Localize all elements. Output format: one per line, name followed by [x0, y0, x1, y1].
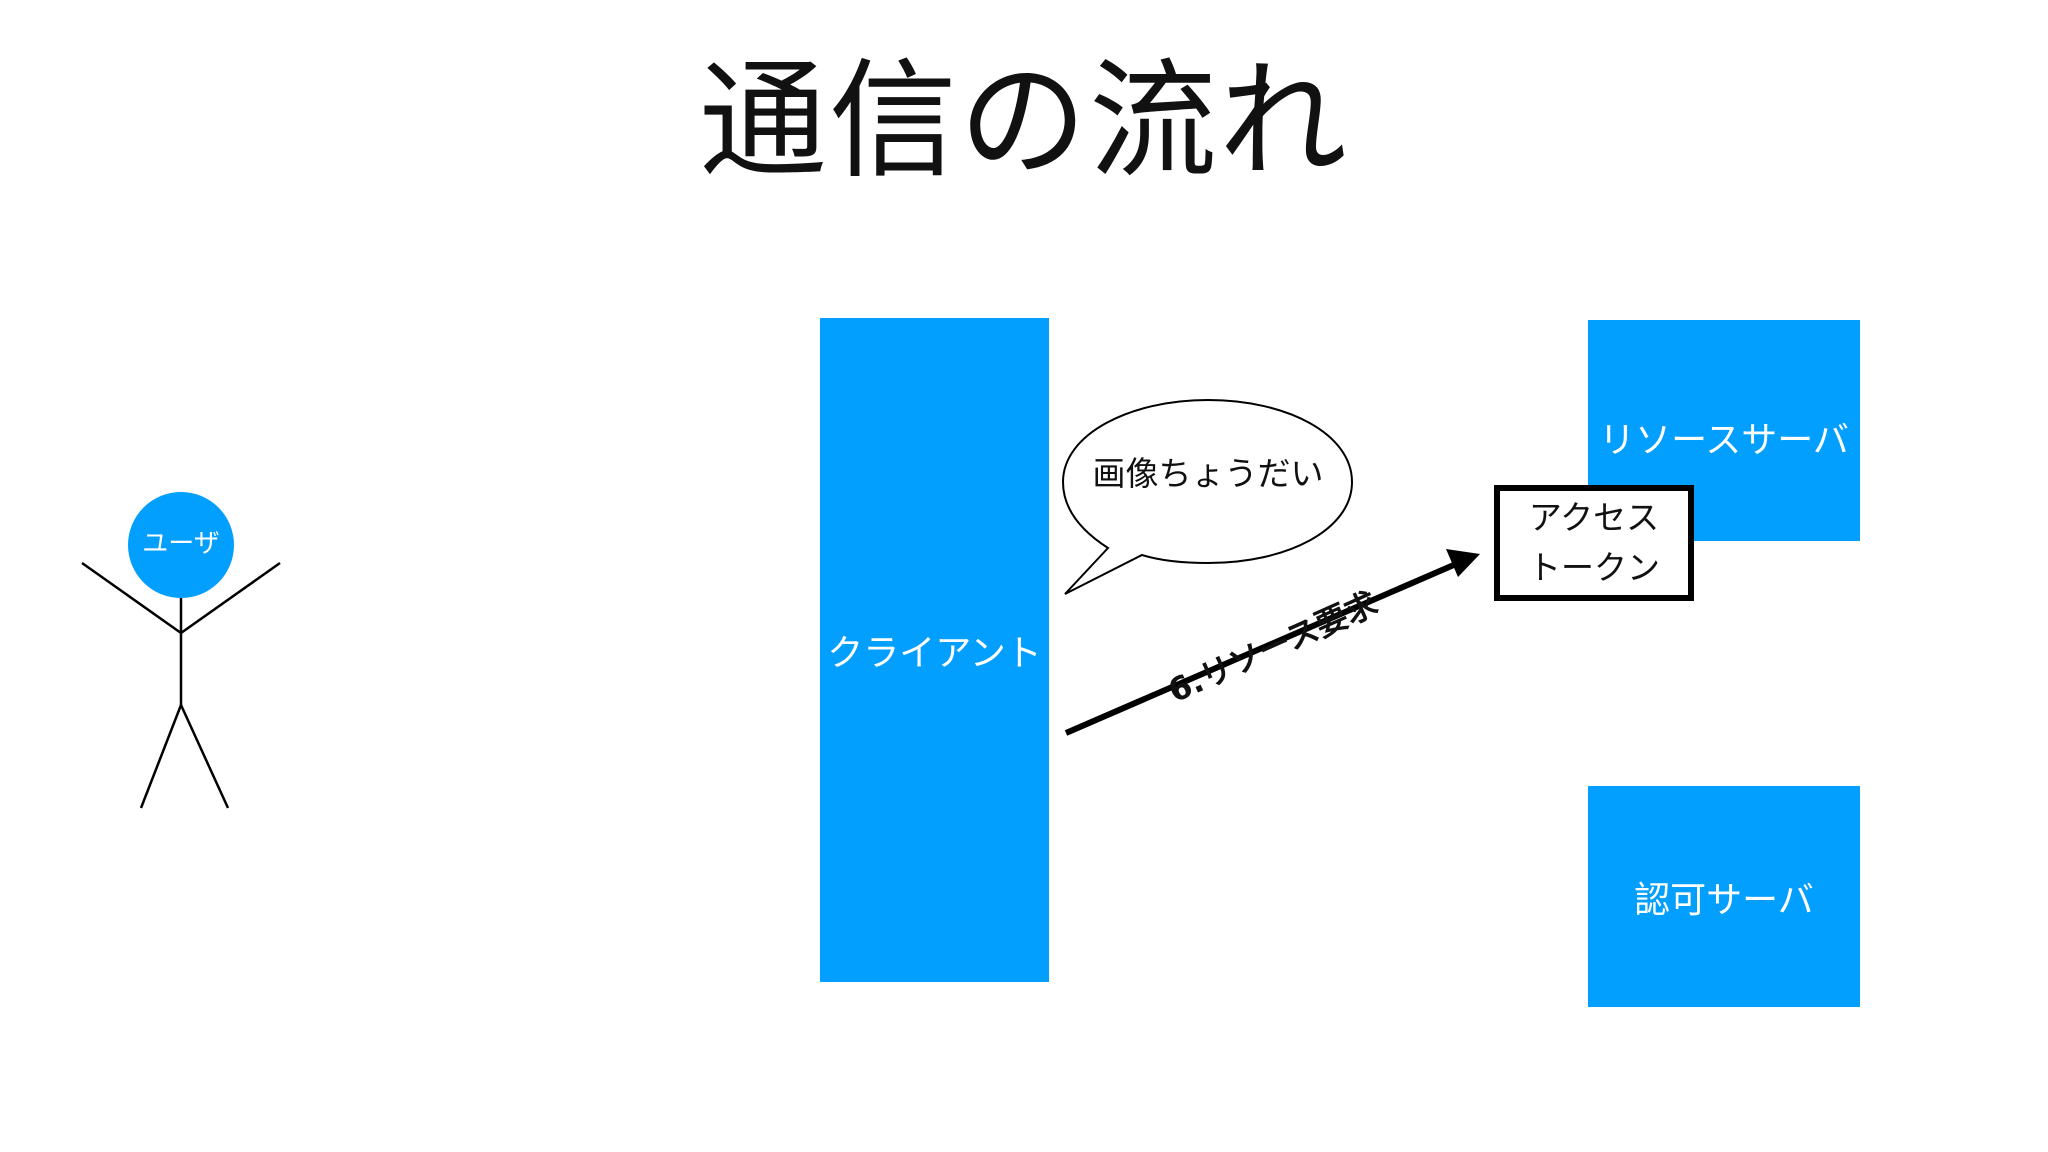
stick-figure-right-leg — [179, 704, 230, 809]
request-arrow-head — [1446, 549, 1480, 577]
speech-bubble-shape — [1061, 398, 1354, 595]
resource-server-label: リソースサーバ — [1599, 420, 1849, 461]
auth-server-label: 認可サーバ — [1634, 879, 1814, 921]
auth-server-box: 認可サーバ — [1588, 786, 1860, 1007]
access-token-line1: アクセス — [1528, 498, 1660, 537]
stick-figure-body — [81, 561, 281, 809]
client-box: クライアント — [820, 318, 1049, 982]
speech-bubble-text: 画像ちょうだい — [1092, 454, 1324, 493]
stick-figure-left-leg — [139, 704, 183, 809]
access-token-box: アクセス トークン — [1494, 485, 1694, 601]
request-arrow-label: 6.リソース要求 — [1162, 584, 1384, 711]
speech-bubble-outline — [1061, 398, 1354, 595]
user-avatar: ユーザ — [128, 492, 234, 598]
slide-title: 通信の流れ — [698, 47, 1349, 196]
user-label: ユーザ — [142, 528, 220, 559]
access-token-line2: トークン — [1528, 548, 1660, 587]
resource-server-box: リソースサーバ — [1588, 320, 1860, 541]
client-label: クライアント — [827, 633, 1042, 674]
